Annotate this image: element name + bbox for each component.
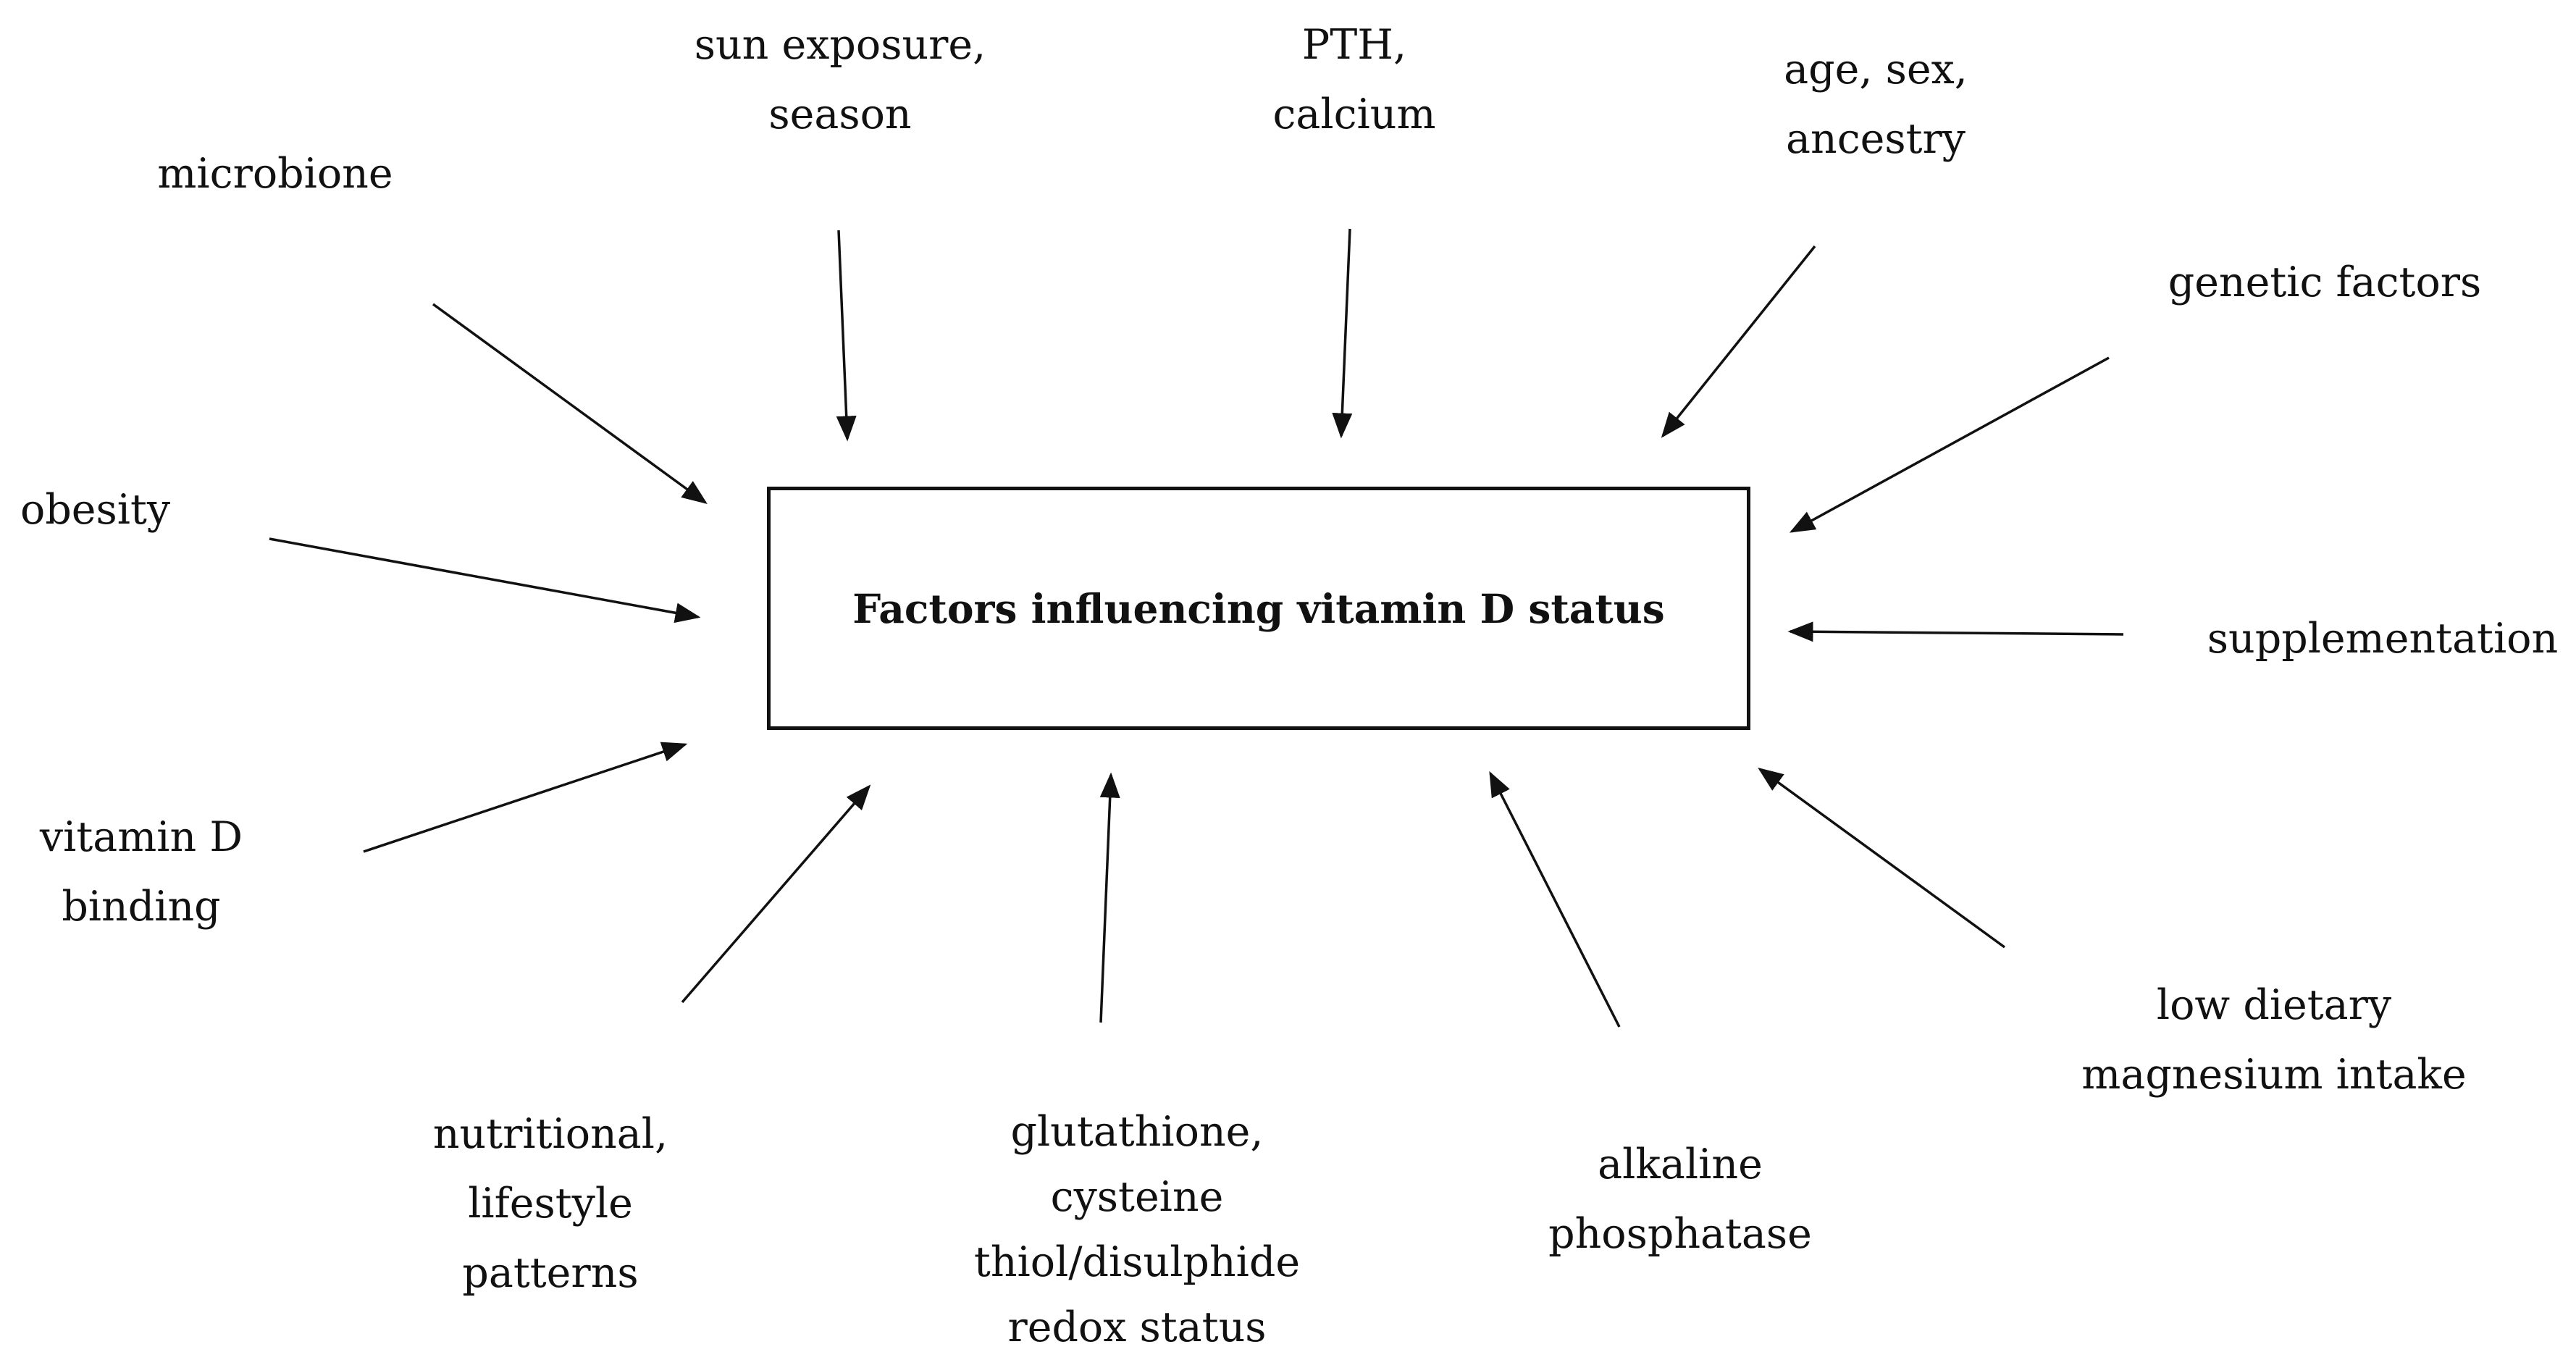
factor-line: alkaline	[1598, 1141, 1763, 1188]
arrow-supplementation	[1787, 621, 2124, 642]
factor-line: patterns	[462, 1249, 639, 1297]
factor-line: calcium	[1272, 91, 1436, 138]
arrow-age	[1661, 245, 1816, 438]
factor-supplementation: supplementation	[2202, 604, 2564, 673]
factor-glutathione: glutathione, cysteine thiol/disulphide r…	[941, 1099, 1333, 1360]
factor-pth: PTH, calcium	[1238, 10, 1470, 149]
factor-line: age, sex,	[1784, 46, 1968, 93]
factor-line: ancestry	[1786, 115, 1965, 163]
factor-line: glutathione,	[1010, 1108, 1264, 1156]
factor-magnesium: low dietary magnesium intake	[2057, 970, 2491, 1109]
factor-line: cysteine	[1050, 1173, 1224, 1221]
factor-age-sex-ancestry: age, sex, ancestry	[1753, 35, 1999, 174]
factor-microbione: microbione	[145, 139, 406, 209]
factor-line: binding	[62, 883, 221, 931]
factor-obesity: obesity	[20, 475, 238, 545]
factor-nutritional: nutritional, lifestyle patterns	[420, 1099, 681, 1308]
factor-line: season	[768, 91, 912, 138]
arrow-sun-exposure	[836, 230, 857, 442]
arrow-glutathione	[1099, 772, 1120, 1023]
center-title: Factors influencing vitamin D status	[852, 584, 1665, 632]
arrow-genetic	[1789, 356, 2110, 533]
factor-line: genetic factors	[2168, 259, 2482, 306]
factor-line: low dietary	[2156, 981, 2392, 1029]
arrow-magnesium	[1758, 767, 2006, 949]
arrow-microbione	[432, 303, 708, 505]
factor-line: supplementation	[2207, 615, 2559, 663]
factor-sun-exposure: sun exposure, season	[652, 10, 1028, 149]
factor-line: redox status	[1007, 1304, 1267, 1351]
arrow-obesity	[269, 537, 701, 624]
arrow-pth	[1332, 228, 1353, 439]
factor-line: phosphatase	[1548, 1210, 1812, 1258]
arrow-alkaline	[1489, 771, 1621, 1028]
center-box: Factors influencing vitamin D status	[767, 487, 1750, 730]
factor-line: sun exposure,	[694, 21, 986, 69]
factor-line: PTH,	[1301, 21, 1407, 69]
arrow-vitamin-d-binding	[363, 742, 688, 853]
factor-line: obesity	[20, 486, 171, 534]
factor-line: microbione	[157, 150, 393, 198]
factor-line: nutritional,	[432, 1110, 668, 1158]
arrow-nutritional	[681, 784, 871, 1004]
factor-genetic: genetic factors	[2144, 248, 2506, 317]
factor-line: lifestyle	[468, 1180, 633, 1227]
factor-line: thiol/disulphide	[973, 1238, 1301, 1286]
factor-alkaline-phosphatase: alkaline phosphatase	[1521, 1130, 1839, 1269]
factor-vitamin-d-binding: vitamin D binding	[22, 802, 261, 941]
factor-line: vitamin D	[39, 813, 243, 861]
factor-line: magnesium intake	[2081, 1051, 2467, 1099]
